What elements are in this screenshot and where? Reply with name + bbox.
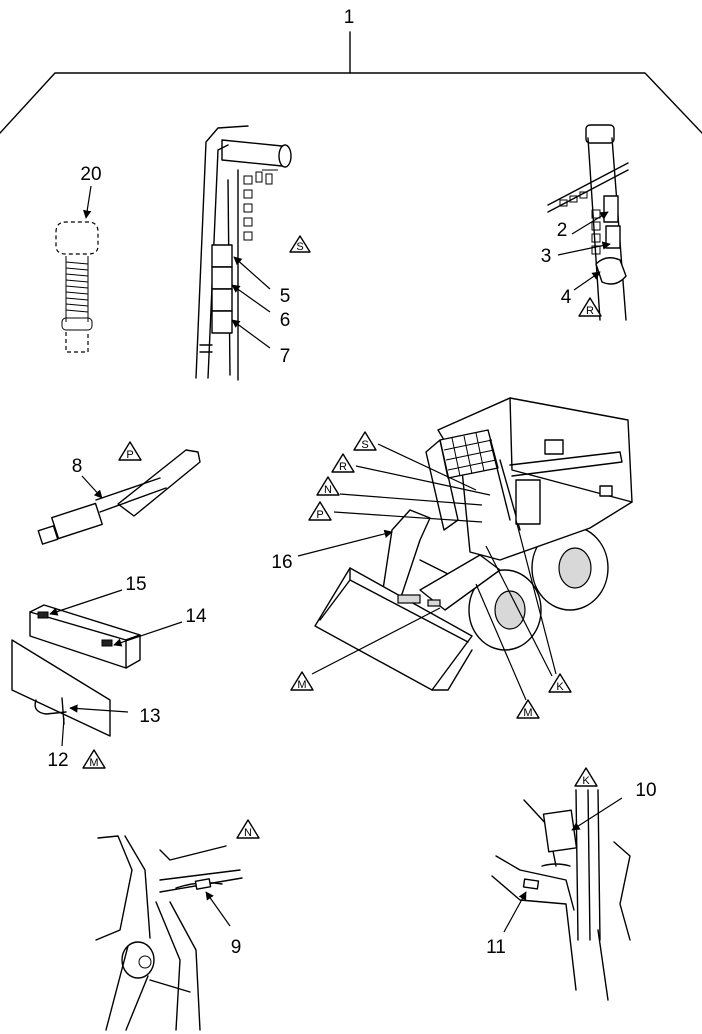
- detail-view-n: N 9: [95, 819, 260, 1031]
- panel-view-m: 15 14 13 12 M: [11, 574, 207, 771]
- callout-4: 4: [561, 287, 572, 308]
- view-marker-s-machine: S: [353, 431, 377, 451]
- view-marker-m-machine-right: M: [516, 699, 540, 719]
- view-marker-p-machine: P: [308, 501, 332, 521]
- callout-2: 2: [557, 220, 568, 241]
- callout-5: 5: [280, 286, 291, 307]
- callout-12: 12: [47, 750, 68, 771]
- svg-text:N: N: [324, 484, 332, 496]
- callout-16: 16: [271, 552, 292, 573]
- right-post-view-r: 2 3 4 R: [541, 124, 629, 321]
- svg-text:R: R: [339, 461, 347, 473]
- rops-post-view-s: S 5 6 7: [195, 125, 311, 381]
- callout-11: 11: [486, 937, 506, 958]
- svg-text:M: M: [297, 679, 306, 691]
- svg-text:K: K: [582, 775, 590, 787]
- svg-text:M: M: [523, 707, 532, 719]
- bolt-part-20: 20: [55, 164, 102, 353]
- view-marker-s-top: S: [289, 235, 311, 253]
- view-marker-r-top: R: [578, 297, 602, 317]
- view-marker-p-left: P: [118, 441, 142, 461]
- svg-text:M: M: [89, 757, 98, 769]
- svg-text:P: P: [316, 509, 323, 521]
- callout-10: 10: [635, 780, 656, 801]
- callout-9: 9: [231, 937, 242, 958]
- skid-steer-loader: S R N P 16 M M K: [271, 397, 633, 719]
- svg-text:P: P: [126, 449, 133, 461]
- svg-text:S: S: [361, 439, 368, 451]
- assembly-bracket: 1: [0, 7, 702, 134]
- view-marker-n-detail: N: [236, 819, 260, 839]
- callout-3: 3: [541, 246, 552, 267]
- view-marker-k-detail: K: [574, 767, 598, 787]
- callout-7: 7: [280, 346, 291, 367]
- view-marker-m-machine-left: M: [290, 671, 314, 691]
- fitting-part-8: P 8: [37, 441, 201, 545]
- callout-20: 20: [80, 164, 101, 185]
- view-marker-k-machine: K: [548, 673, 572, 693]
- detail-view-k: K 10 11: [486, 767, 657, 1001]
- view-marker-m-panel: M: [82, 749, 106, 769]
- svg-text:S: S: [296, 241, 303, 253]
- callout-13: 13: [139, 706, 160, 727]
- view-marker-r-machine: R: [331, 453, 355, 473]
- view-marker-n-machine: N: [316, 476, 340, 496]
- callout-15: 15: [125, 574, 146, 595]
- svg-text:N: N: [244, 827, 252, 839]
- callout-6: 6: [280, 310, 291, 331]
- svg-text:R: R: [586, 305, 594, 317]
- callout-8: 8: [72, 456, 83, 477]
- callout-14: 14: [185, 606, 207, 627]
- callout-1: 1: [344, 7, 355, 28]
- svg-text:K: K: [556, 681, 564, 693]
